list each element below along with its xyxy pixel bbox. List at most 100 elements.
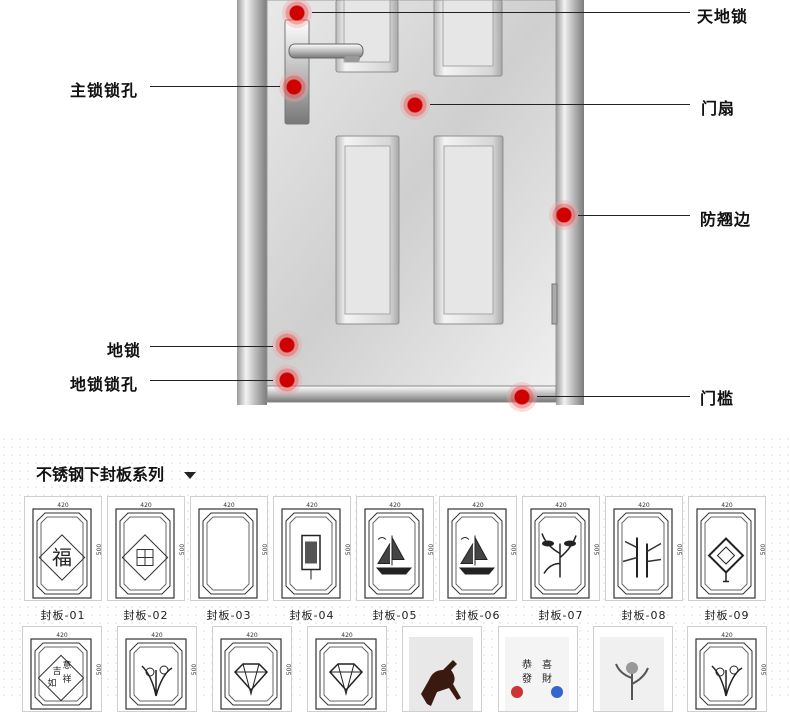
row1-panel-card[interactable]: 福 420 500 — [24, 496, 103, 601]
orchid-icon — [695, 638, 757, 710]
dimension-width: 420 — [638, 502, 650, 509]
horse-icon — [409, 637, 473, 711]
row1-panel-card[interactable]: 420 500 — [605, 496, 684, 601]
panel-label: 封板-04 — [289, 609, 335, 622]
dimension-width: 420 — [57, 502, 69, 509]
row2-panel-card[interactable]: 恭 喜 發 財 — [498, 626, 578, 712]
dimension-width: 420 — [721, 632, 733, 639]
dimension-height: 500 — [676, 543, 684, 555]
diamond-icon — [315, 638, 377, 710]
row2-panel-card[interactable]: 420 500 — [307, 626, 388, 712]
callout-line-floor-lock-hole — [150, 380, 273, 381]
panel-label: 封板-06 — [455, 609, 501, 622]
label-floor-lock-hole: 地锁锁孔 — [70, 375, 139, 394]
marker-threshold — [507, 382, 537, 412]
dimension-height: 500 — [190, 663, 198, 676]
dimension-height: 500 — [759, 543, 767, 555]
chinese-knot-icon — [696, 508, 756, 599]
svg-text:財: 財 — [542, 672, 552, 685]
panel-label: 封板-03 — [206, 609, 252, 622]
lantern-icon — [281, 508, 341, 599]
svg-text:如: 如 — [47, 677, 56, 689]
dimension-width: 420 — [341, 632, 353, 639]
panel-label: 封板-05 — [372, 609, 418, 622]
dimension-height: 500 — [593, 543, 601, 555]
fu-character-icon: 福 — [32, 508, 92, 599]
bamboo-icon — [613, 508, 673, 599]
dimension-height: 500 — [760, 663, 768, 676]
dimension-height: 500 — [95, 663, 103, 676]
dimension-width: 420 — [472, 502, 484, 509]
panel-label: 封板-02 — [123, 609, 169, 622]
label-main-lock-hole: 主锁锁孔 — [70, 81, 139, 100]
flower-icon — [600, 637, 664, 711]
marker-floor-lock — [272, 330, 302, 360]
dimension-height: 500 — [380, 663, 388, 676]
panel-label: 封板-01 — [40, 609, 86, 622]
dimension-width: 420 — [140, 502, 152, 509]
section-title: 不锈钢下封板系列 — [36, 465, 165, 484]
callout-line-threshold — [537, 396, 690, 397]
callout-line-tiandisuo — [312, 12, 690, 13]
row1-panel-card[interactable]: 420 500 — [356, 496, 435, 601]
row2-panel-card[interactable]: 420 500 — [117, 626, 198, 712]
dimension-height: 500 — [427, 543, 435, 555]
row2-panel-card[interactable] — [402, 626, 482, 712]
row2-panel-card[interactable]: 420 500 — [212, 626, 293, 712]
svg-text:喜: 喜 — [542, 658, 552, 671]
dimension-width: 420 — [246, 632, 258, 639]
marker-door-leaf — [400, 90, 430, 120]
calligraphy-icon: 吉 祥 如 意 — [30, 638, 92, 710]
dimension-height: 500 — [178, 543, 186, 555]
row2-panel-card[interactable]: 420 500 — [687, 626, 768, 712]
row1-panel-card[interactable]: 420 500 — [273, 496, 352, 601]
dimension-width: 420 — [306, 502, 318, 509]
plain-frame-icon — [198, 508, 258, 599]
dimension-width: 420 — [151, 632, 163, 639]
svg-text:發: 發 — [522, 672, 532, 685]
orchid-icon — [125, 638, 187, 710]
caret-down-icon — [184, 472, 196, 479]
marker-main-lock — [279, 72, 309, 102]
dimension-width: 420 — [56, 632, 68, 639]
dimension-height: 500 — [285, 663, 293, 676]
svg-text:意: 意 — [62, 659, 71, 671]
row1-panel-card[interactable]: 420 500 — [688, 496, 767, 601]
svg-text:吉: 吉 — [52, 666, 61, 677]
dimension-height: 500 — [95, 543, 103, 555]
row1-panel-card[interactable]: 420 500 — [107, 496, 186, 601]
door-handle — [288, 43, 364, 59]
new-year-kids-icon: 恭 喜 發 財 — [505, 637, 569, 711]
callout-line-anti-warp — [578, 215, 690, 216]
label-tiandisuo: 天地锁 — [697, 7, 749, 26]
sailboat-icon — [364, 508, 424, 599]
diamond-icon — [220, 638, 282, 710]
panel-label: 封板-08 — [621, 609, 667, 622]
callout-line-main-lock — [150, 86, 280, 87]
label-door-leaf: 门扇 — [701, 99, 736, 118]
square-emblem-icon — [115, 508, 175, 599]
panel-label: 封板-09 — [704, 609, 750, 622]
dimension-width: 420 — [721, 502, 733, 509]
plant-icon — [530, 508, 590, 599]
row2-panel-card[interactable] — [593, 626, 673, 712]
dimension-width: 420 — [389, 502, 401, 509]
panel-label: 封板-07 — [538, 609, 584, 622]
door-illustration — [237, 0, 584, 405]
dimension-height: 500 — [344, 543, 352, 555]
label-threshold: 门槛 — [700, 389, 735, 408]
svg-text:福: 福 — [52, 546, 72, 570]
marker-tiandisuo — [282, 0, 312, 28]
sailboat-icon — [447, 508, 507, 599]
label-anti-warp-edge: 防翘边 — [700, 210, 752, 229]
marker-anti-warp — [549, 200, 579, 230]
svg-text:恭: 恭 — [522, 659, 532, 671]
callout-line-floor-lock — [150, 346, 273, 347]
label-floor-lock: 地锁 — [107, 341, 142, 360]
svg-text:祥: 祥 — [62, 673, 71, 685]
